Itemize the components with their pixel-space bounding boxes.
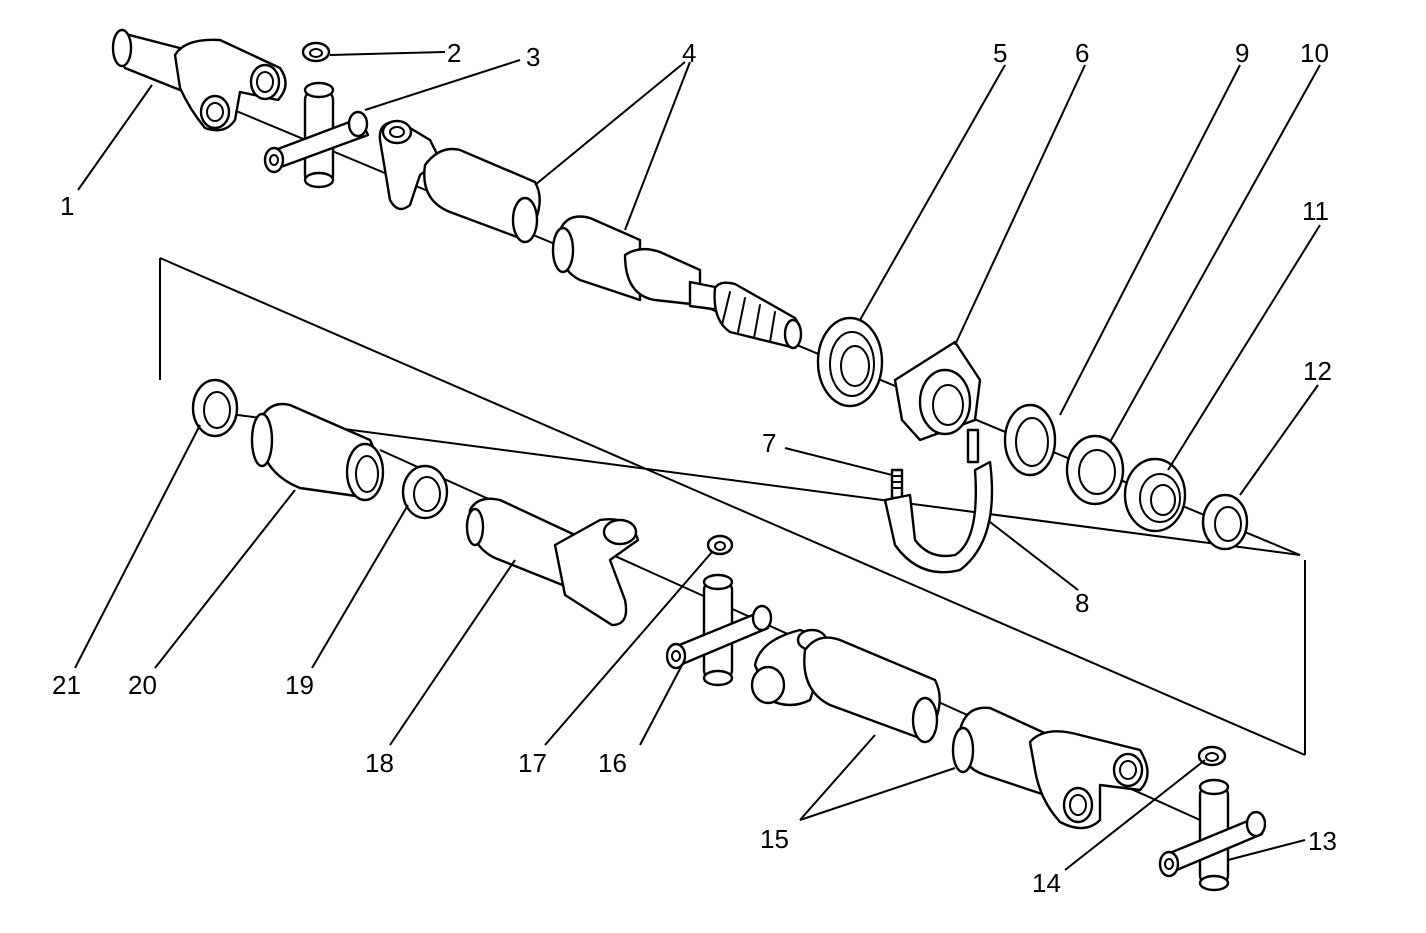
boot-part-20 <box>250 402 385 502</box>
rear-tube-part-15 <box>750 628 1149 830</box>
center-bearing-bracket-part-6 <box>893 340 982 442</box>
callout-5: 5 <box>993 38 1007 68</box>
callout-labels: 1 2 3 4 5 6 9 10 11 12 7 8 13 14 15 16 1… <box>52 38 1337 898</box>
callout-13: 13 <box>1308 826 1337 856</box>
callout-19: 19 <box>285 670 314 700</box>
callout-18: 18 <box>365 748 394 778</box>
slip-yoke-part-1 <box>111 28 287 132</box>
callout-7: 7 <box>762 428 776 458</box>
snap-ring-part-2 <box>301 41 331 63</box>
callout-8: 8 <box>1075 588 1089 618</box>
callout-3: 3 <box>526 42 540 72</box>
callout-10: 10 <box>1300 38 1329 68</box>
callout-1: 1 <box>60 191 74 221</box>
universal-joint-part-13 <box>1158 778 1267 892</box>
ring-part-21 <box>191 378 239 438</box>
callout-6: 6 <box>1075 38 1089 68</box>
callout-11: 11 <box>1302 196 1329 226</box>
universal-joint-part-16 <box>665 573 773 687</box>
callout-17: 17 <box>518 748 547 778</box>
callout-4: 4 <box>682 38 696 68</box>
snap-ring-part-14 <box>1197 745 1227 767</box>
bearing-part-10 <box>1065 434 1125 506</box>
bearing-assembly-part-11 <box>1123 457 1187 533</box>
universal-joint-part-3 <box>263 81 370 189</box>
callout-15: 15 <box>760 824 789 854</box>
callout-21: 21 <box>52 670 81 700</box>
callout-20: 20 <box>128 670 157 700</box>
seal-ring-part-9 <box>1003 403 1057 477</box>
dust-slinger-part-5 <box>816 316 884 408</box>
callout-16: 16 <box>598 748 627 778</box>
callout-14: 14 <box>1032 868 1061 898</box>
stud-part-7 <box>890 468 904 500</box>
front-tube-part-4 <box>378 119 541 244</box>
callout-12: 12 <box>1303 356 1332 386</box>
splined-shaft-part-4 <box>551 215 803 350</box>
mounting-bracket-part-8 <box>883 428 994 574</box>
snap-ring-part-17 <box>706 534 734 556</box>
callout-2: 2 <box>447 38 461 68</box>
slip-yoke-part-18 <box>465 497 640 627</box>
ring-part-19 <box>401 464 449 520</box>
callout-leaders <box>74 51 1321 871</box>
retaining-ring-part-12 <box>1201 493 1249 551</box>
callout-9: 9 <box>1235 38 1249 68</box>
